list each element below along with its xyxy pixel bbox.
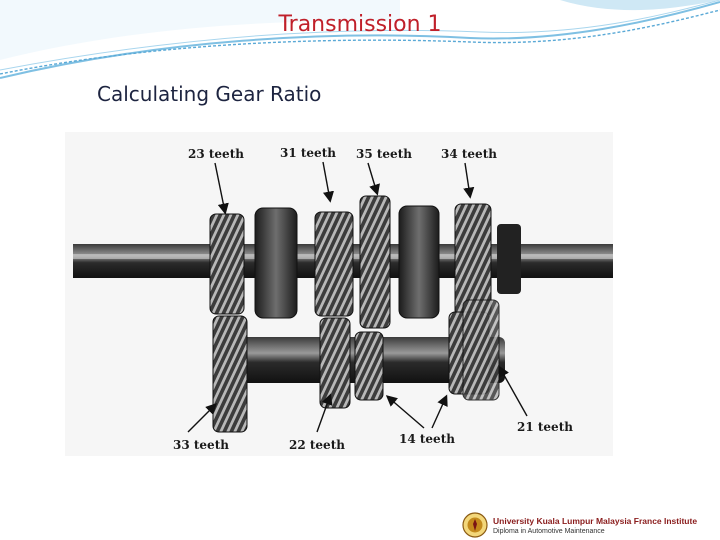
footer-program: Diploma in Automotive Maintenance: [493, 528, 605, 535]
gear-label-22-teeth: 22 teeth: [289, 438, 345, 452]
gear-label-31-teeth: 31 teeth: [280, 146, 336, 160]
footer: University Kuala Lumpur Malaysia France …: [462, 510, 720, 540]
gear-label-14-teeth: 14 teeth: [399, 432, 455, 446]
gear-label-35-teeth: 35 teeth: [356, 147, 412, 161]
gear-label-23-teeth: 23 teeth: [188, 147, 244, 161]
slide-subtitle: Calculating Gear Ratio: [97, 82, 322, 106]
gear-label-21-teeth: 21 teeth: [517, 420, 573, 434]
header-decoration: [0, 0, 720, 79]
gearbox-photo: [65, 132, 613, 456]
slide-title: Transmission 1: [278, 12, 442, 37]
university-crest-icon: [462, 512, 488, 538]
gear-label-34-teeth: 34 teeth: [441, 147, 497, 161]
footer-institute: University Kuala Lumpur Malaysia France …: [493, 516, 698, 526]
gear-label-33-teeth: 33 teeth: [173, 438, 229, 452]
